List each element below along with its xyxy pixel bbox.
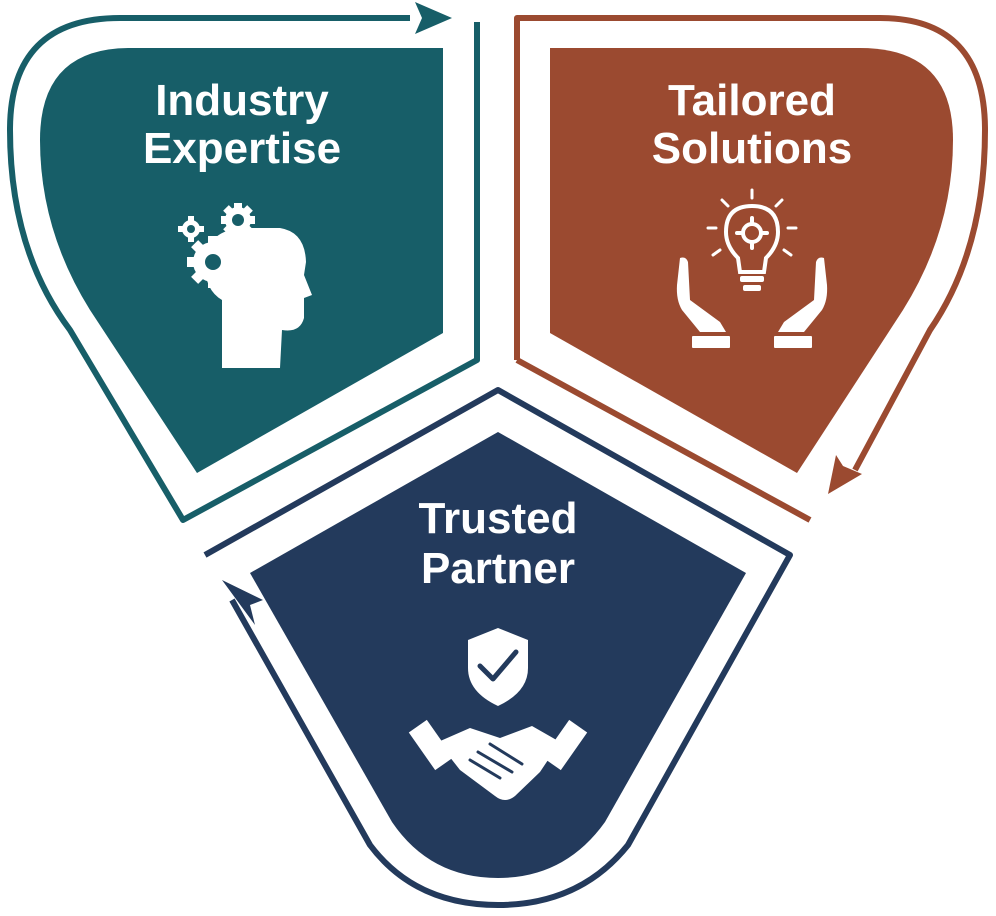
cycle-arrow-rust-inner — [515, 357, 812, 523]
lightbulb-in-hands-icon — [676, 188, 828, 348]
segment-tailored-solutions: Tailored Solutions — [514, 15, 988, 523]
trusted-title-line1: Trusted — [419, 494, 578, 543]
arrowhead-rust — [828, 455, 862, 494]
segment-trusted-partner: Trusted Partner — [203, 387, 793, 908]
cycle-arrow-teal — [7, 15, 480, 523]
cycle-arrow-navy — [203, 387, 793, 908]
tailored-title-line1: Tailored — [668, 76, 836, 125]
segment-shape-tailored — [550, 48, 953, 473]
tailored-title-line2: Solutions — [652, 124, 852, 173]
segment-industry-expertise: Industry Expertise — [7, 2, 480, 523]
arrowhead-navy — [222, 580, 263, 625]
industry-title-line2: Expertise — [143, 124, 341, 173]
shield-handshake-icon — [408, 628, 588, 800]
industry-title-line1: Industry — [155, 76, 329, 125]
cycle-arrow-rust — [514, 15, 988, 472]
trusted-title-line2: Partner — [421, 544, 575, 593]
arrowhead-teal — [415, 2, 452, 34]
head-with-gears-icon — [178, 203, 312, 368]
